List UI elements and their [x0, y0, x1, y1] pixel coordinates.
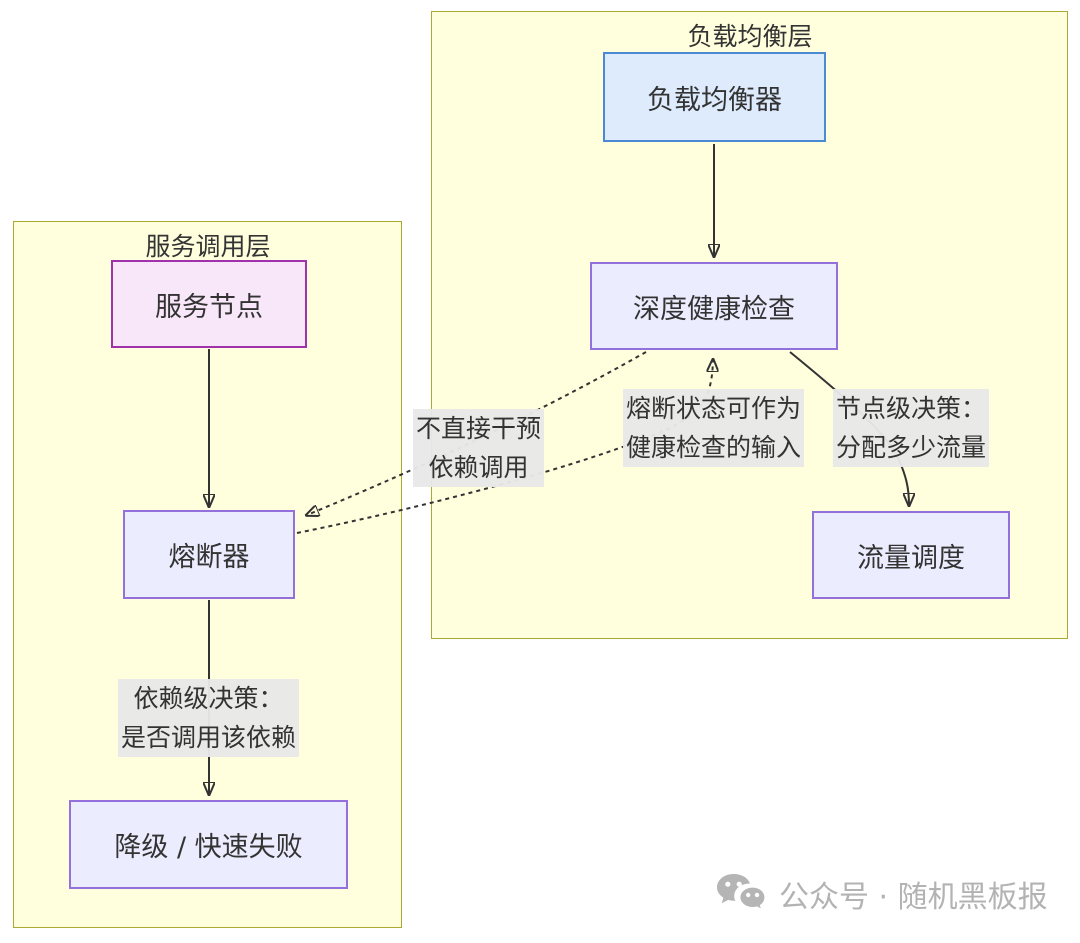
wechat-icon	[716, 872, 766, 916]
node-traffic-schedule: 流量调度	[812, 511, 1010, 599]
node-circuit-breaker: 熔断器	[123, 510, 295, 599]
node-health-check: 深度健康检查	[590, 262, 838, 350]
watermark: 公众号 · 随机黑板报	[716, 872, 1048, 916]
node-service-node: 服务节点	[111, 260, 307, 348]
watermark-text: 公众号 · 随机黑板报	[779, 880, 1048, 915]
edge-label-no-direct-intervention: 不直接干预 依赖调用	[413, 409, 545, 487]
node-load-balancer: 负载均衡器	[603, 52, 826, 142]
edge-label-breaker-state-input: 熔断状态可作为 健康检查的输入	[623, 389, 805, 467]
node-fallback-fast-fail: 降级 / 快速失败	[69, 800, 348, 889]
subgraph-title-service-call: 服务调用层	[145, 232, 271, 261]
subgraph-title-load-balancing: 负载均衡层	[687, 22, 813, 51]
edge-label-dependency-level-decision: 依赖级决策： 是否调用该依赖	[118, 679, 300, 757]
edge-label-node-level-decision: 节点级决策： 分配多少流量	[833, 389, 990, 467]
